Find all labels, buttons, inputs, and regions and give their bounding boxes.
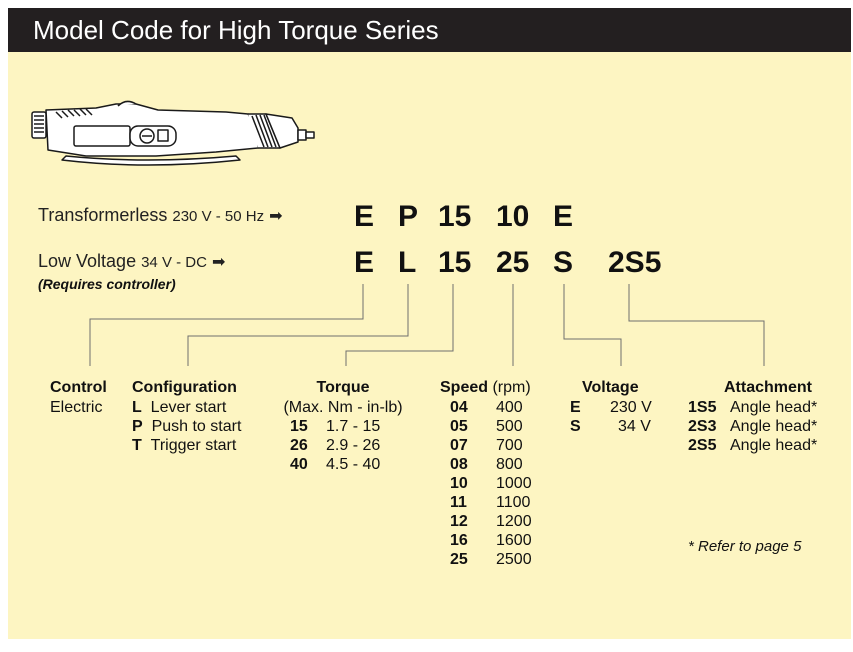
arrow-right-icon: ➡ — [269, 208, 283, 225]
transformerless-label: Transformerless 230 V - 50 Hz ➡ — [38, 205, 283, 226]
title-bar: Model Code for High Torque Series — [8, 8, 851, 52]
transformerless-spec: 230 V - 50 Hz — [172, 208, 265, 225]
controller-note: (Requires controller) — [38, 276, 176, 292]
speed-value: 400 — [496, 399, 523, 416]
list-item: 07 700 — [450, 436, 532, 455]
low-voltage-label: Low Voltage 34 V - DC ➡ — [38, 251, 225, 272]
control-header: Control — [50, 379, 107, 396]
speed-code: 07 — [450, 437, 468, 454]
list-item: 08 800 — [450, 455, 532, 474]
list-item: 10 1000 — [450, 474, 532, 493]
control-column: Control Electric — [50, 378, 107, 417]
speed-code: 08 — [450, 456, 468, 473]
code-digit: S — [553, 246, 574, 279]
code-digit: 15 — [438, 200, 472, 233]
speed-code: 12 — [450, 513, 468, 530]
speed-value: 700 — [496, 437, 523, 454]
low-voltage-spec: 34 V - DC — [141, 254, 207, 271]
speed-value: 1200 — [496, 513, 532, 530]
code-digit: L — [398, 246, 417, 279]
arrow-right-icon: ➡ — [211, 254, 226, 271]
code-digit: 15 — [438, 246, 472, 279]
configuration-column: Configuration L Lever start P Push to st… — [132, 378, 241, 455]
torque-subheader: (Max. Nm - in-lb) — [283, 399, 403, 416]
code-digit: E — [354, 200, 375, 233]
speed-value: 1100 — [496, 494, 531, 511]
low-voltage-type: Low Voltage — [38, 251, 137, 271]
speed-value: 1000 — [496, 475, 532, 492]
code-digit: 10 — [496, 200, 530, 233]
speed-code: 10 — [450, 475, 468, 492]
list-item: 25 2500 — [450, 550, 532, 569]
code-digit: E — [553, 200, 574, 233]
speed-code: 04 — [450, 399, 468, 416]
transformerless-type: Transformerless — [38, 205, 168, 225]
list-item: 05 500 — [450, 417, 532, 436]
configuration-header: Configuration — [132, 379, 237, 396]
speed-value: 2500 — [496, 551, 532, 568]
list-item: T Trigger start — [132, 437, 237, 454]
speed-header: Speed (rpm) — [440, 379, 531, 396]
code-digit: P — [398, 200, 419, 233]
list-item: L Lever start — [132, 399, 227, 416]
connector-lines — [89, 284, 765, 366]
voltage-header: Voltage — [582, 379, 639, 396]
screwdriver-illustration — [31, 100, 315, 166]
attachment-header: Attachment — [723, 379, 812, 396]
speed-value: 500 — [496, 418, 523, 435]
speed-code: 11 — [450, 494, 467, 511]
list-item: 16 1600 — [450, 531, 532, 550]
code-digit: 2S5 — [608, 246, 662, 279]
torque-header: Torque — [316, 379, 370, 396]
list-item: P Push to start — [132, 418, 242, 435]
footnote: * Refer to page 5 — [688, 538, 802, 555]
speed-code: 25 — [450, 551, 468, 568]
list-item: 12 1200 — [450, 512, 532, 531]
speed-code: 16 — [450, 532, 468, 549]
speed-code: 05 — [450, 418, 468, 435]
code-digit: 25 — [496, 246, 530, 279]
list-item: 04 400 — [450, 398, 532, 417]
speed-value: 1600 — [496, 532, 532, 549]
control-value: Electric — [50, 399, 103, 416]
model-code-panel: Model Code for High Torque Series — [8, 8, 851, 639]
speed-value: 800 — [496, 456, 523, 473]
page-title: Model Code for High Torque Series — [33, 15, 439, 45]
code-digit: E — [354, 246, 375, 279]
list-item: 11 1100 — [450, 493, 532, 512]
